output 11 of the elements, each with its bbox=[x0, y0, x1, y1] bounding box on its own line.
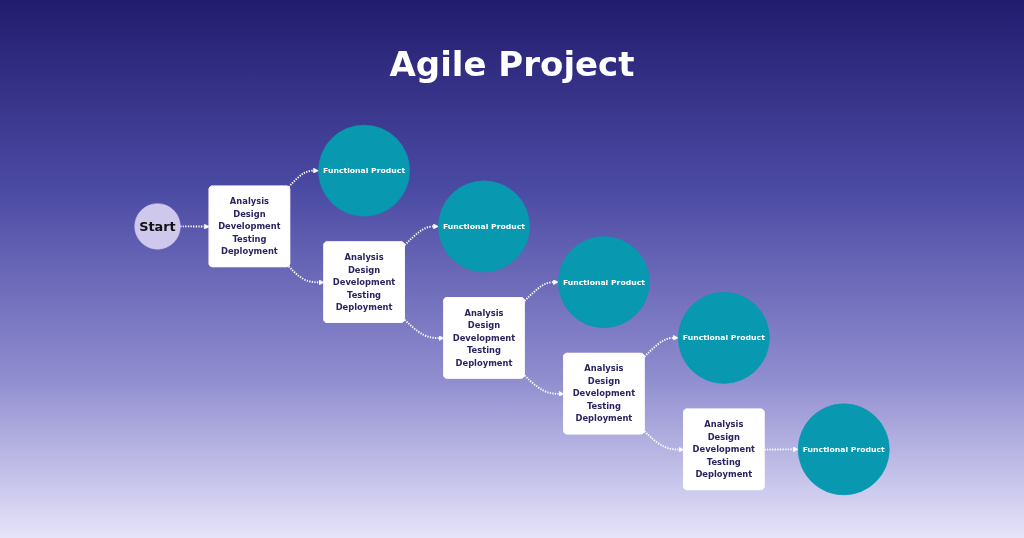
node-circle: Start bbox=[134, 203, 181, 250]
diagram-title: Agile Project bbox=[389, 44, 635, 84]
arrow bbox=[643, 430, 685, 453]
arrow bbox=[287, 167, 319, 188]
arrow bbox=[523, 279, 559, 302]
arrow bbox=[523, 374, 565, 397]
arrow bbox=[179, 223, 210, 230]
arrow bbox=[287, 265, 325, 286]
arrow bbox=[643, 335, 679, 358]
arrow bbox=[403, 223, 439, 246]
arrow bbox=[403, 318, 445, 341]
